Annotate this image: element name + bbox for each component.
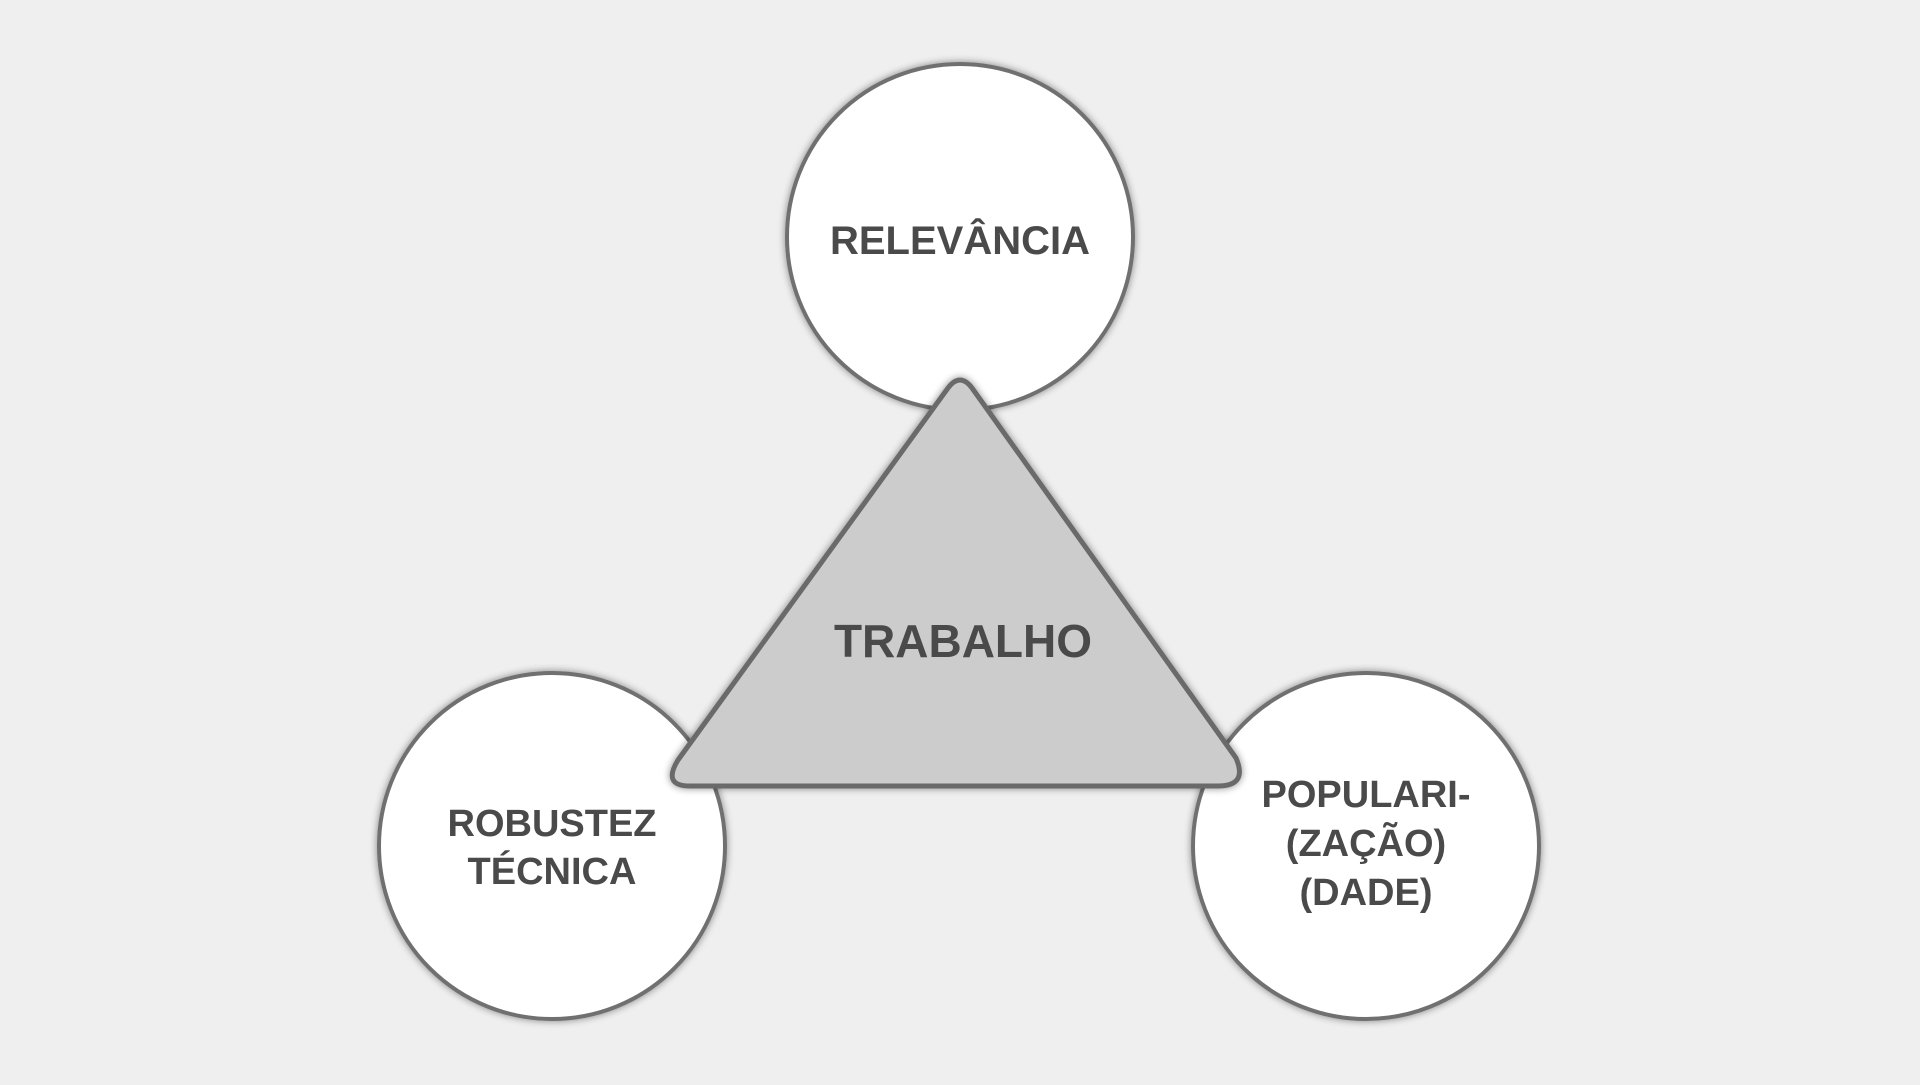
node-popularizacao-circle xyxy=(1191,671,1541,1021)
center-triangle xyxy=(669,377,1242,789)
node-relevancia: RELEVÂNCIA xyxy=(785,62,1135,412)
node-robustez-tecnica-label-line-2: TÉCNICA xyxy=(468,849,637,893)
node-popularizacao-label-line-2: (ZAÇÃO) xyxy=(1286,821,1446,865)
node-robustez-tecnica-circle xyxy=(377,671,727,1021)
center-label: TRABALHO xyxy=(834,615,1092,667)
node-relevancia-label: RELEVÂNCIA xyxy=(830,217,1090,263)
node-popularizacao: POPULARI- (ZAÇÃO) (DADE) xyxy=(1191,671,1541,1021)
node-popularizacao-label-line-1: POPULARI- xyxy=(1262,774,1471,816)
node-robustez-tecnica: ROBUSTEZ TÉCNICA xyxy=(377,671,727,1021)
node-popularizacao-label-line-3: (DADE) xyxy=(1300,872,1433,914)
node-robustez-tecnica-label-line-1: ROBUSTEZ xyxy=(448,803,657,845)
center-trabalho: TRABALHO xyxy=(669,377,1242,789)
